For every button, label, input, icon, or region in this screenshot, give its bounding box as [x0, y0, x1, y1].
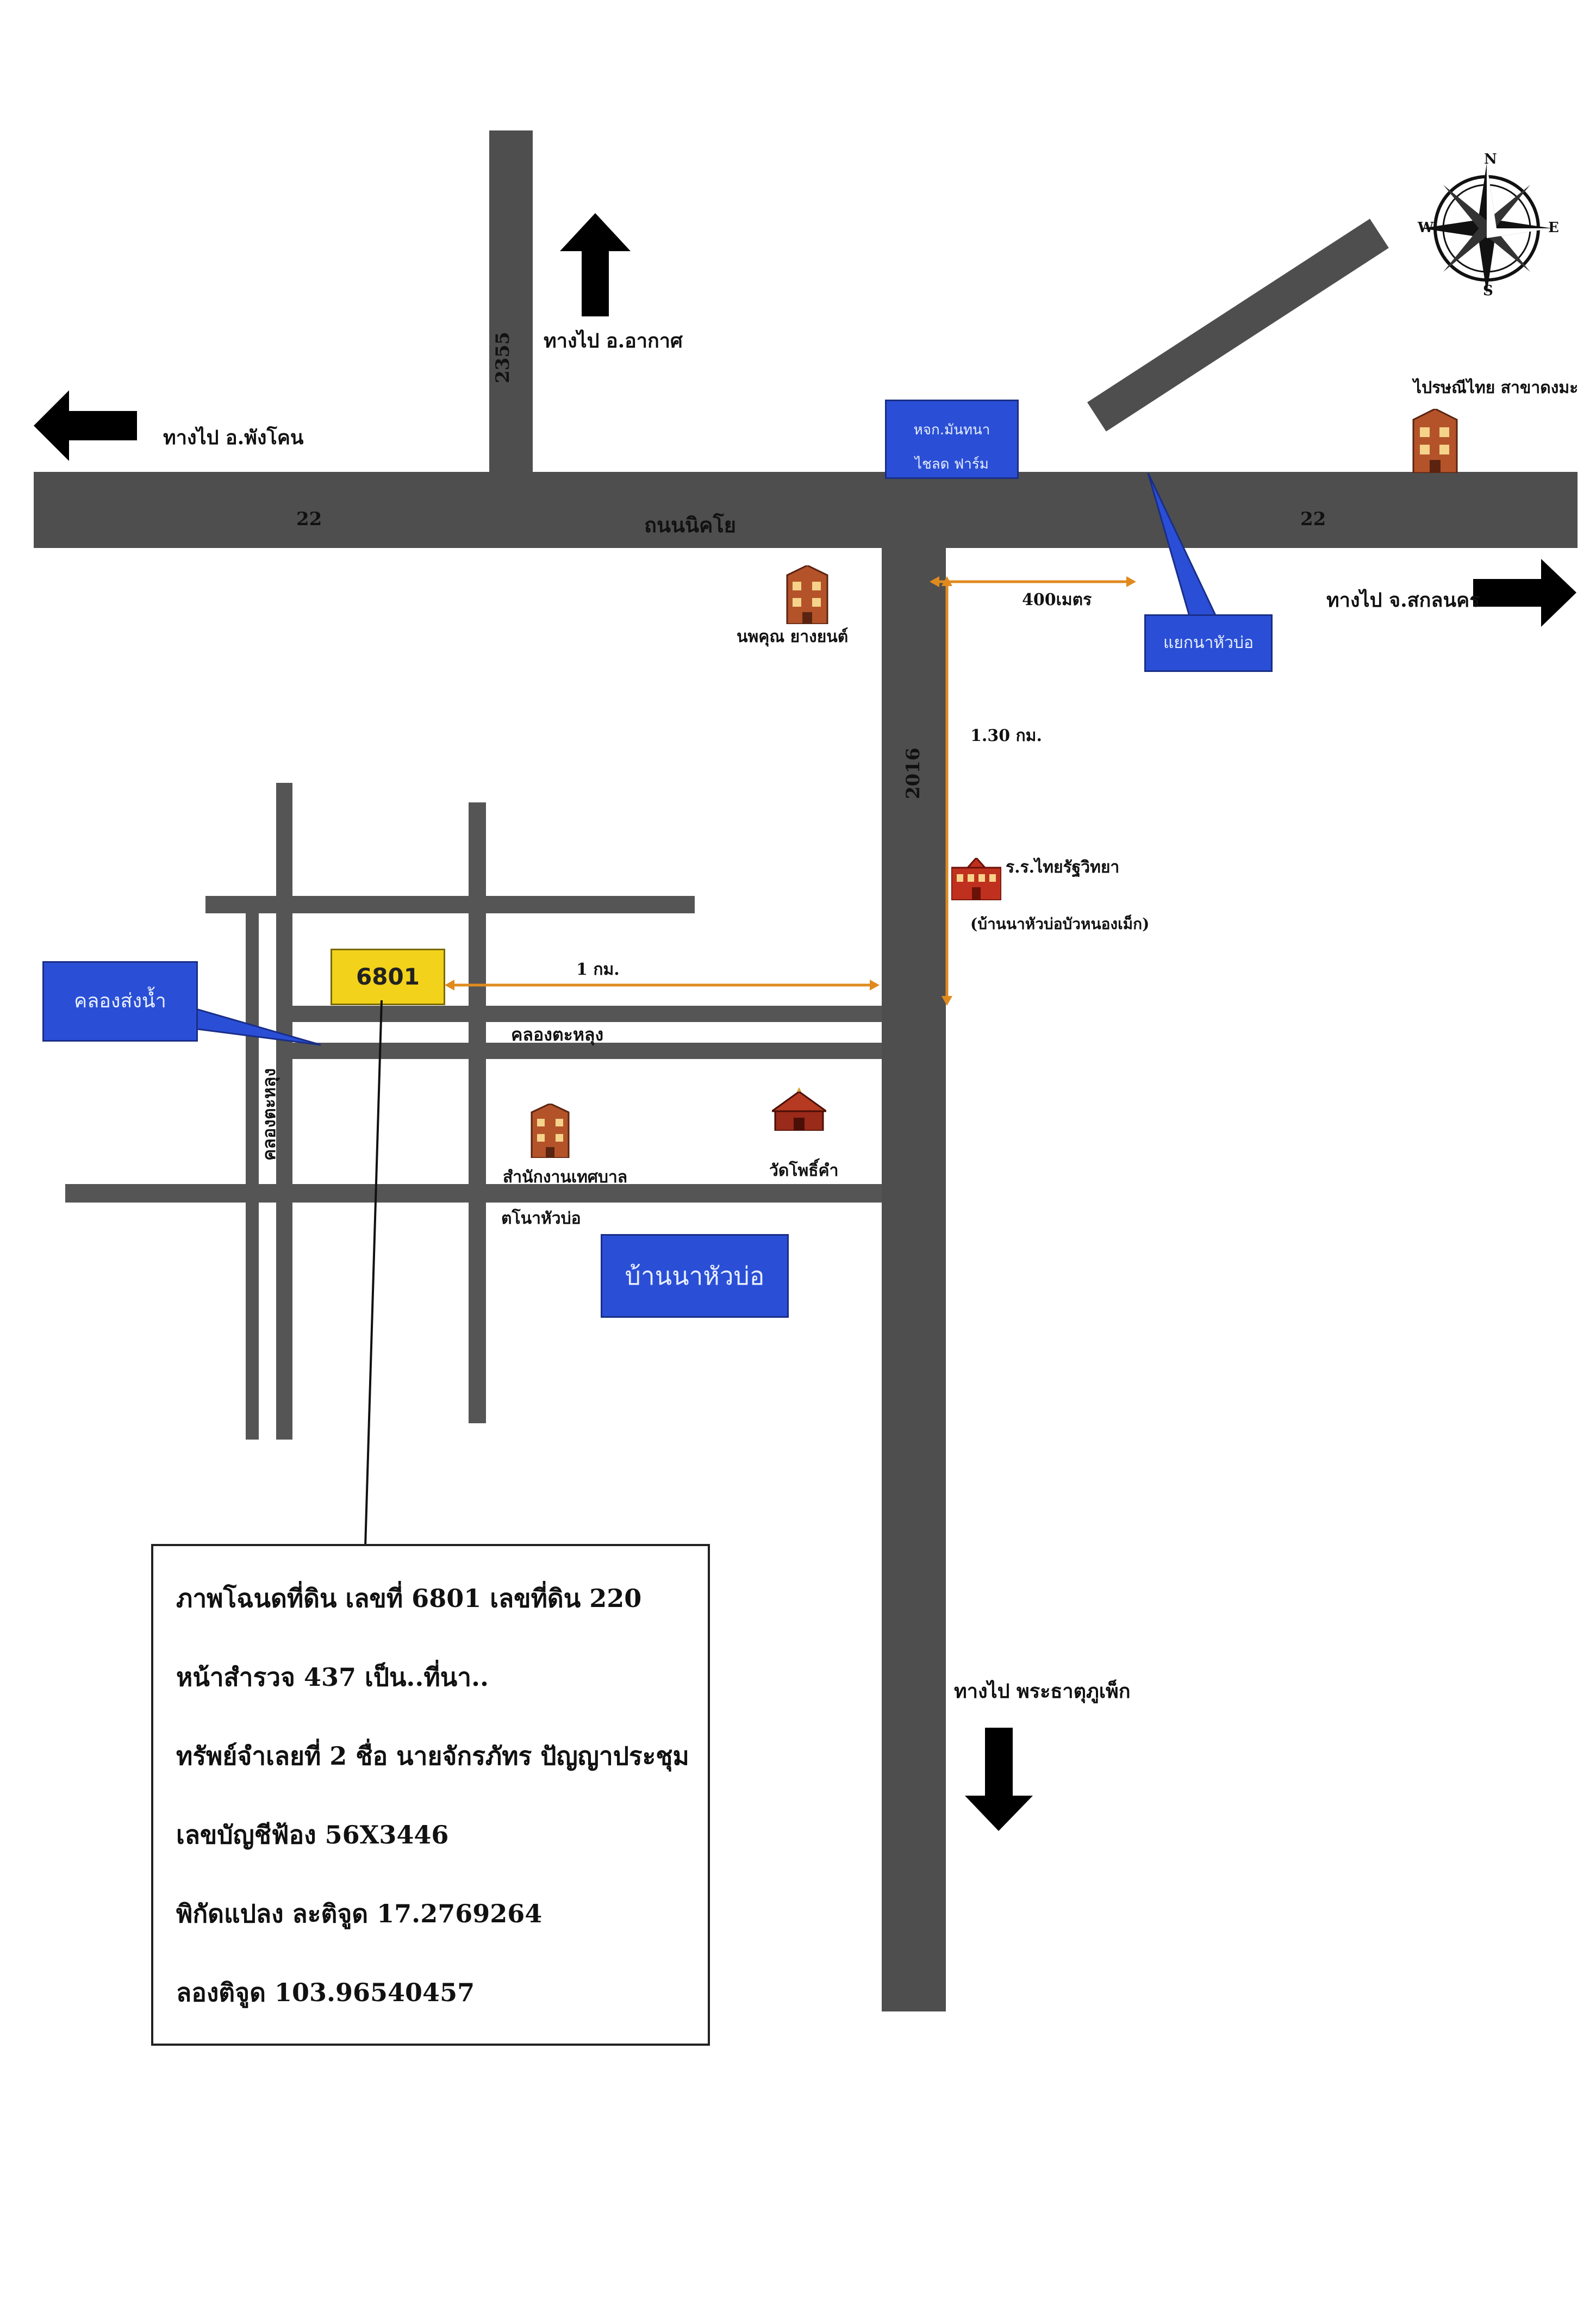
mantana-line1: หจก.มันทนา [913, 422, 990, 438]
municipal-label-1: สำนักงานเทศบาล [503, 1168, 628, 1187]
mantana-line2: ไชลด ฟาร์ม [915, 456, 989, 472]
compass-w: W [1418, 220, 1434, 236]
to-phang-khon-label: ทางไป อ.พังโคน [163, 426, 304, 449]
canal-tahlung-v-label: คลองตะหลุง [259, 1068, 279, 1161]
canal-songnam-label: คลองส่งน้ำ [74, 990, 166, 1012]
to-akat-label: ทางไป อ.อากาศ [544, 329, 683, 352]
compass-n: N [1484, 151, 1497, 167]
arrow-right-icon [1473, 559, 1576, 627]
info-line-2: หน้าสำรวจ 437 เป็น..ที่นา.. [176, 1662, 489, 1692]
road-2016 [882, 544, 946, 2011]
compass-e: E [1548, 220, 1559, 236]
distance-400m-arrow [930, 576, 1136, 587]
route-22-right-label: 22 [1300, 508, 1326, 530]
temple-label: วัดโพธิ์คำ [769, 1161, 839, 1180]
info-line-5: พิกัดแปลง ละติจูด 17.2769264 [176, 1899, 543, 1928]
grid-road-h3 [283, 1043, 882, 1059]
distance-130km-arrow [942, 576, 952, 1006]
noppakhun-building-icon [786, 565, 828, 624]
info-line-4: เลขบัญชีฟ้อง 56X3446 [176, 1820, 449, 1849]
mantana-box: หจก.มันทนา ไชลด ฟาร์ม [885, 400, 1019, 479]
canal-songnam-box: คลองส่งน้ำ [42, 961, 198, 1042]
grid-road-v3 [469, 802, 486, 1423]
plot-number: 6801 [356, 963, 420, 990]
info-line-6: ลองติจูด 103.96540457 [176, 1978, 475, 2007]
canal-tahlung-h-label: คลองตะหลุง [511, 1024, 604, 1045]
plot-6801-box: 6801 [331, 949, 445, 1005]
village-box: บ้านนาหัวบ่อ [601, 1234, 789, 1318]
to-sakon-nakhon-label: ทางไป จ.สกลนคร [1326, 589, 1480, 612]
grid-road-v2 [276, 783, 292, 1440]
road-2355 [489, 130, 533, 478]
diagonal-road [1087, 219, 1389, 432]
post-office-label: ไปรษณีไทย สาขาดงมะ [1413, 378, 1579, 397]
distance-1km-label: 1 กม. [576, 960, 620, 979]
napho-junction-label: แยกนาหัวบ่อ [1163, 633, 1254, 652]
route-2016-label: 2016 [902, 748, 924, 799]
main-road [34, 472, 1578, 548]
grid-road-v1 [246, 896, 259, 1440]
arrow-up-icon [560, 213, 631, 316]
compass-s: S [1483, 283, 1493, 299]
distance-1km-arrow [445, 980, 880, 991]
village-label: บ้านนาหัวบ่อ [625, 1261, 765, 1291]
deed-info-box: ภาพโฉนดที่ดิน เลขที่ 6801 เลขที่ดิน 220 … [151, 1544, 710, 2046]
info-line-3: ทรัพย์จำเลยที่ 2 ชื่อ นายจักรภัทร ปัญญาป… [176, 1741, 689, 1771]
info-line-1: ภาพโฉนดที่ดิน เลขที่ 6801 เลขที่ดิน 220 [176, 1584, 642, 1613]
school-sub-label: (บ้านนาหัวบ่อบัวหนองเม็ก) [970, 915, 1150, 933]
temple-icon [772, 1087, 826, 1131]
arrow-left-icon [34, 390, 137, 461]
school-label: ร.ร.ไทยรัฐวิทยา [1006, 858, 1120, 877]
post-office-building-icon [1412, 409, 1458, 473]
to-phra-that-label: ทางไป พระธาตุภูเพ็ก [954, 1680, 1131, 1703]
distance-130km-label: 1.30 กม. [970, 726, 1042, 745]
main-road-name: ถนนนิคโย [644, 513, 737, 537]
distance-400m-label: 400เมตร [1022, 590, 1092, 609]
grid-road-h2 [283, 1006, 882, 1022]
municipal-label-2: ตโนาหัวบ่อ [501, 1209, 581, 1228]
route-22-left-label: 22 [296, 508, 322, 530]
municipal-building-icon [531, 1104, 570, 1158]
school-building-icon [951, 858, 1001, 900]
compass-rose-icon [1422, 163, 1552, 294]
plot-leader-line [364, 1000, 383, 1547]
arrow-down-icon [965, 1728, 1033, 1831]
canal-pointer [185, 1005, 321, 1046]
route-2355-label: 2355 [492, 332, 514, 383]
noppakhun-label: นพคุณ ยางยนต์ [737, 627, 849, 646]
napho-junction-box: แยกนาหัวบ่อ [1144, 614, 1273, 672]
junction-pointer [1147, 473, 1219, 621]
